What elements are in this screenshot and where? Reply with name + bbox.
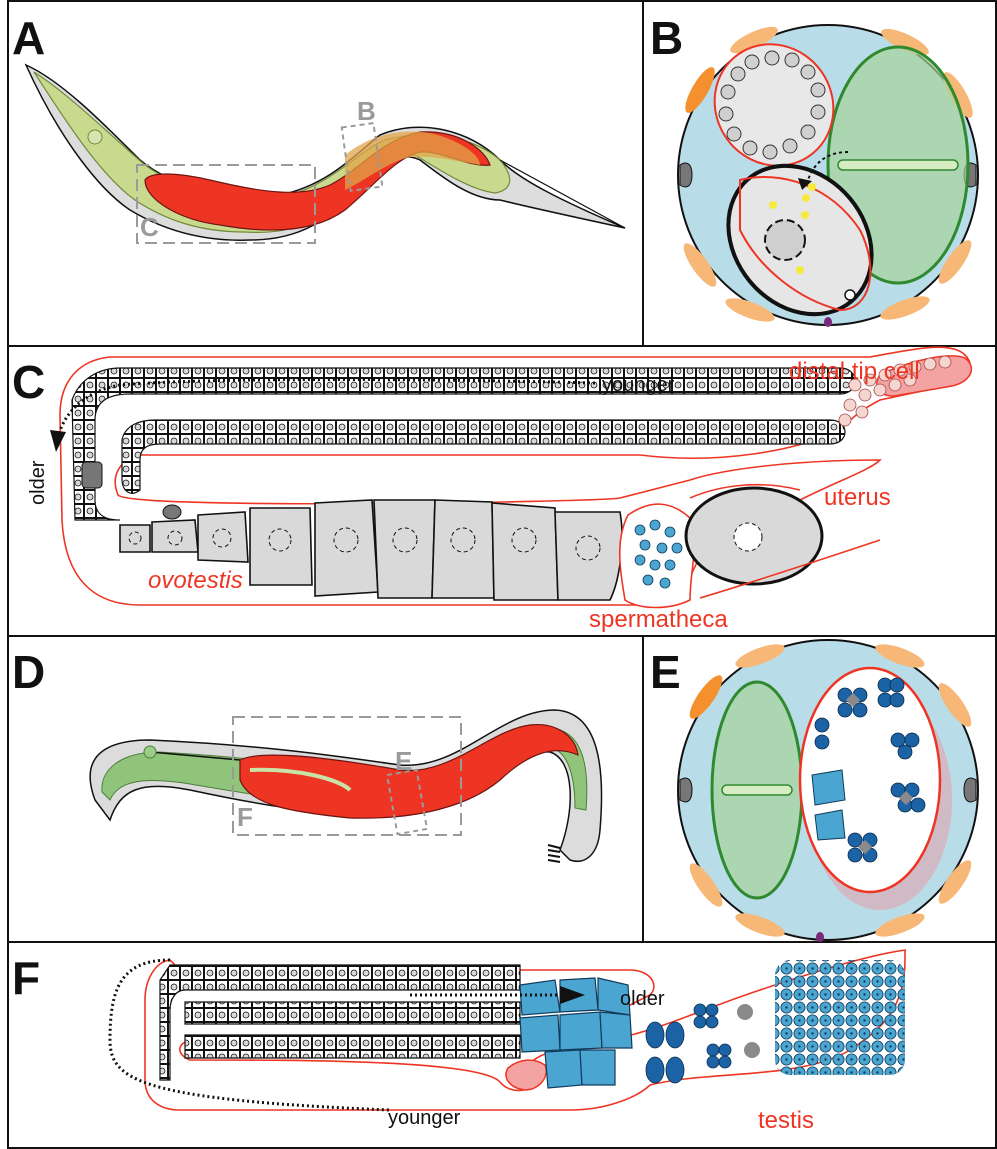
male-worm [90, 710, 601, 862]
mature-sperm-cluster [775, 960, 905, 1075]
lateral-cord-left [680, 778, 692, 802]
lateral-cord-left [680, 163, 692, 187]
label-younger: younger [602, 374, 675, 396]
oocyte [374, 500, 435, 598]
oocyte-nucleus [765, 220, 805, 260]
panel-b-label: B [650, 12, 683, 64]
label-older: older [27, 460, 49, 505]
callout-label-f: F [237, 802, 253, 832]
panel-c: C [12, 347, 971, 633]
label-ovotestis: ovotestis [148, 567, 243, 594]
panel-b: B [650, 12, 978, 343]
panel-a-label: A [12, 12, 45, 64]
embryo-nucleus [734, 523, 762, 551]
copulatory-spicules [548, 845, 560, 862]
intestine-lumen [838, 160, 958, 170]
panel-d: D F E [12, 646, 602, 862]
label-older: older [620, 988, 665, 1010]
ventral-cord [824, 317, 832, 327]
callout-label-c: C [140, 212, 159, 242]
oocyte [120, 525, 150, 552]
ventral-cord [816, 932, 824, 942]
label-spermatheca: spermatheca [589, 606, 728, 633]
oocyte [432, 500, 494, 598]
panel-f: F older [12, 950, 905, 1134]
oocyte [555, 512, 622, 600]
sheath-cell [163, 505, 181, 519]
spermatheca [620, 504, 695, 607]
callout-label-b: B [357, 96, 376, 126]
intestine-lumen [722, 785, 792, 795]
hermaphrodite-cross-section [678, 21, 978, 343]
panel-e: E [650, 640, 978, 942]
panel-a: A C B [12, 12, 625, 243]
lateral-cord-right [964, 778, 976, 802]
label-testis: testis [758, 1107, 814, 1134]
panel-f-label: F [12, 952, 40, 1004]
oocyte [152, 520, 198, 552]
callout-label-e: E [395, 746, 412, 776]
panel-e-label: E [650, 646, 681, 698]
label-uterus: uterus [824, 484, 891, 511]
label-younger: younger [388, 1107, 461, 1129]
sperm-cell [845, 290, 855, 300]
panel-c-label: C [12, 356, 45, 408]
pharynx-bulb [88, 130, 102, 144]
panel-d-label: D [12, 646, 45, 698]
oocyte [198, 512, 248, 562]
sheath-cell [82, 462, 102, 488]
gonad-tube-lower-cells [185, 1035, 520, 1058]
oocyte [315, 500, 378, 596]
gonad-tube-inner-cells [185, 1002, 520, 1024]
spermatheca-outline [620, 504, 695, 607]
pharynx-bulb [144, 746, 156, 758]
male-cross-section [678, 640, 978, 942]
hermaphrodite-worm [26, 65, 625, 240]
label-distal-tip-cell: distal tip cell [789, 358, 920, 385]
oocyte [250, 508, 312, 585]
